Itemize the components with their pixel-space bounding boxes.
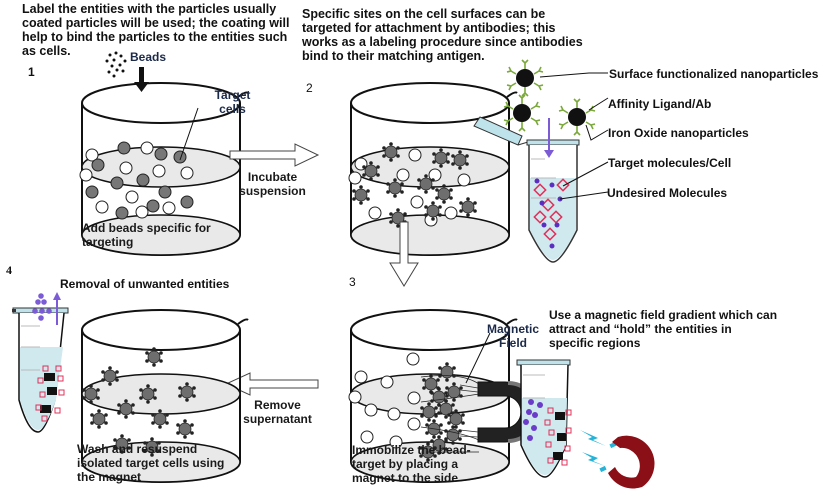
- magnet-note: Use a magnetic field gradient which can …: [549, 308, 778, 350]
- removal-label: Removal of unwanted entities: [60, 277, 230, 291]
- nanoparticle: [558, 98, 596, 136]
- legend-surface-functionalized: Surface functionalized nanoparticles: [609, 67, 819, 81]
- beads-particles: [105, 51, 127, 78]
- step1-caption: Add beads specific for targeting: [82, 221, 211, 249]
- beads-down-arrow-icon: [134, 67, 149, 92]
- legend-undesired-molecules: Undesired Molecules: [607, 186, 728, 200]
- magnetic-field-pointer: [465, 332, 491, 384]
- step4-caption: Wash and resuspend isolated target cells…: [77, 442, 225, 484]
- target-cells-pointer: [179, 107, 199, 161]
- step2-description: Specific sites on the cell surfaces can …: [302, 7, 583, 63]
- beaker-step3: [348, 309, 518, 483]
- red-magnet-icon: [608, 435, 655, 489]
- legend-affinity-ligand: Affinity Ligand/Ab: [608, 97, 712, 111]
- tube-step2: [473, 116, 580, 263]
- legend-connectors: [539, 72, 609, 200]
- legend-target-molecules: Target molecules/Cell: [608, 156, 732, 170]
- field-lines-icon: [580, 430, 617, 473]
- beaker-step2: [348, 82, 518, 256]
- incubate-arrow-icon: [229, 143, 320, 167]
- tube-step4: [12, 292, 69, 433]
- magnetic-field-label: Magnetic Field: [486, 322, 539, 350]
- step1-description: Label the entities with the particles us…: [22, 2, 290, 58]
- step-number-4: 4: [6, 263, 12, 277]
- beaker-step1: [79, 82, 249, 256]
- step-number-1: 1: [28, 65, 35, 79]
- down-arrow-icon: [389, 221, 419, 287]
- step-number-3: 3: [349, 275, 356, 289]
- legend-iron-oxide: Iron Oxide nanoparticles: [608, 126, 749, 140]
- incubate-label: Incubate suspension: [239, 170, 306, 198]
- tube-step3: [516, 359, 572, 478]
- step-number-2: 2: [306, 81, 313, 95]
- remove-supernatant-label: Remove supernatant: [243, 398, 312, 426]
- step3-caption: Immobilize the bead-target by placing a …: [352, 443, 471, 485]
- target-cells-label: Target cells: [214, 88, 251, 116]
- nanoparticle: [506, 59, 544, 97]
- beads-label: Beads: [130, 50, 167, 64]
